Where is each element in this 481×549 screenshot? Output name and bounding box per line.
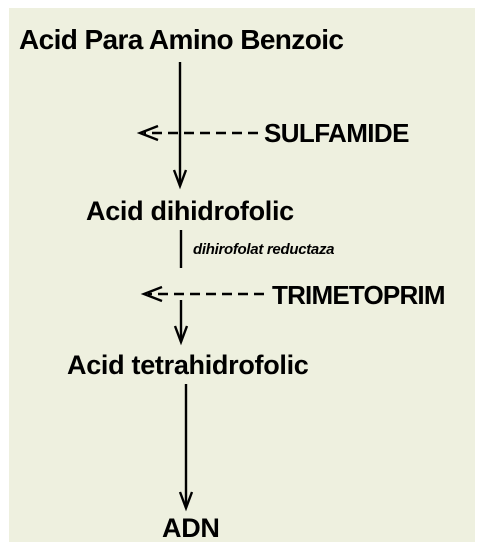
node-dihydrofolic-acid: Acid dihidrofolic	[86, 196, 294, 226]
inhibitor-sulfamide: SULFAMIDE	[264, 118, 409, 148]
inhibitor-trimetoprim: TRIMETOPRIM	[272, 280, 446, 310]
node-adn: ADN	[162, 513, 220, 543]
enzyme-label: dihirofolat reductaza	[193, 241, 335, 258]
arrow-dhf-to-thf	[173, 230, 189, 346]
node-para-amino-benzoic-acid: Acid Para Amino Benzoic	[19, 24, 344, 55]
diagram-panel	[9, 8, 475, 542]
inhibition-arrow-sulfamide	[136, 124, 258, 142]
arrow-thf-to-adn	[178, 384, 194, 512]
arrow-paba-to-dhf	[172, 62, 188, 190]
inhibition-arrow-trimetoprim	[140, 285, 264, 303]
node-tetrahydrofolic-acid: Acid tetrahidrofolic	[67, 350, 309, 380]
